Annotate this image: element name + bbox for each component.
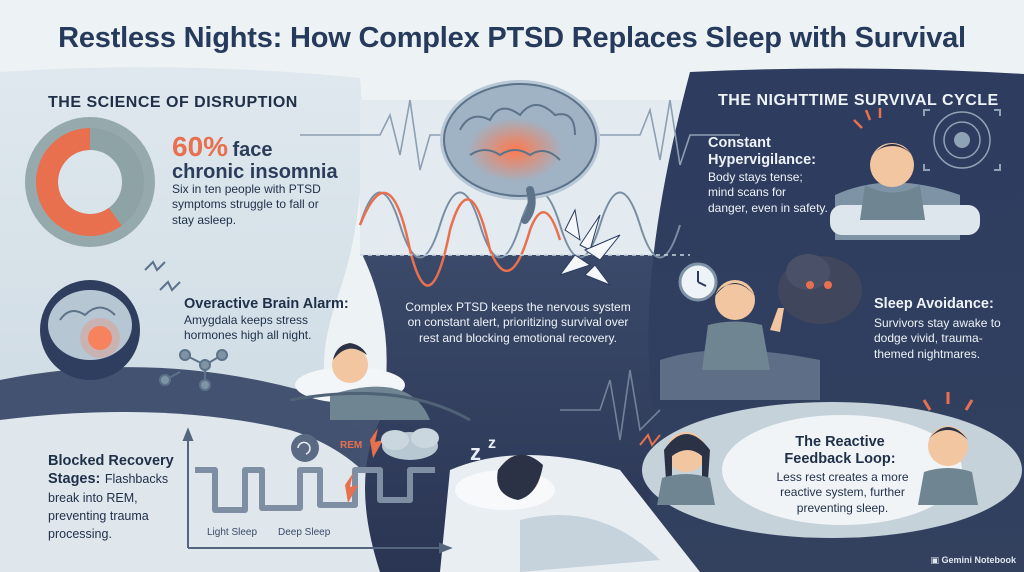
donut-slice-insomnia	[36, 128, 122, 236]
hypnogram-label-rem: REM	[340, 440, 363, 451]
blocked-recovery: Blocked Recovery Stages: Flashbacks brea…	[48, 452, 178, 543]
survival-cycle-heading: THE NIGHTTIME SURVIVAL CYCLE	[718, 92, 999, 109]
center-description: Complex PTSD keeps the nervous system on…	[405, 300, 631, 345]
stat-value: 60%	[172, 131, 229, 162]
feedback-loop-heading: The Reactive Feedback Loop:	[784, 434, 896, 468]
svg-text:z: z	[470, 440, 481, 465]
insomnia-stat: 60% face chronic insomnia	[172, 131, 362, 184]
stat-description: Six in ten people with PTSD symptoms str…	[172, 182, 321, 227]
blocked-recovery-description: Flashbacks break into REM, preventing tr…	[48, 472, 169, 541]
sleep-avoidance-description: Survivors stay awake to dodge vivid, tra…	[874, 316, 1001, 361]
hypnogram-label-deep: Deep Sleep	[278, 527, 331, 538]
stat-label-tail: face	[232, 139, 273, 161]
hypervigilance-heading: Constant Hypervigilance:	[708, 135, 816, 169]
science-section-heading: THE SCIENCE OF DISRUPTION	[48, 94, 298, 111]
insomnia-donut-chart	[36, 128, 144, 236]
hypnogram-label-light: Light Sleep	[207, 527, 258, 538]
brain-alarm-heading: Overactive Brain Alarm:	[184, 296, 349, 312]
hypervigilance-description: Body stays tense; mind scans for danger,…	[708, 170, 828, 215]
gemini-notebook-badge: ▣ Gemini Notebook	[930, 555, 1016, 565]
brain-alarm-description: Amygdala keeps stress hormones high all …	[184, 313, 312, 343]
sleep-avoidance-heading: Sleep Avoidance:	[874, 296, 994, 312]
blocked-recovery-heading: Blocked Recovery Stages:	[48, 453, 174, 488]
page-title: Restless Nights: How Complex PTSD Replac…	[58, 22, 966, 54]
feedback-loop-description: Less rest creates a more reactive system…	[776, 470, 909, 515]
stat-label-line2: chronic insomnia	[172, 161, 338, 183]
notebook-icon: ▣	[930, 555, 939, 565]
svg-text:z: z	[488, 435, 496, 452]
